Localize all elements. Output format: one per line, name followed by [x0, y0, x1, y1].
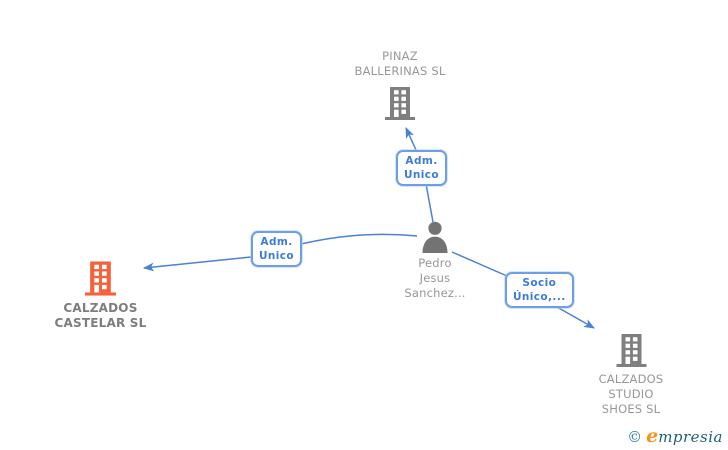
node-calzados-studio-shoes[interactable]: CALZADOS STUDIO SHOES SL — [571, 334, 691, 417]
node-pinaz-ballerinas[interactable]: PINAZ BALLERINAS SL — [330, 49, 470, 120]
relation-label-line: Socio — [522, 277, 557, 289]
relation-label-socio-unico-studio[interactable]: Socio Único,... — [505, 272, 574, 308]
relation-label-line: Adm. — [260, 236, 293, 248]
relation-label-line: Único,... — [513, 291, 566, 303]
edge-sociolabel-to-studio — [556, 306, 595, 329]
node-calzados-castelar[interactable]: CALZADOS CASTELAR SL — [28, 261, 173, 331]
node-label-line: Pedro — [418, 256, 452, 270]
relation-label-line: Unico — [259, 250, 295, 262]
copyright-symbol: © — [627, 428, 643, 446]
edge-person-to-admlabel-top — [425, 183, 434, 223]
node-label-line: CALZADOS — [598, 372, 664, 386]
building-icon — [85, 261, 116, 296]
building-icon — [616, 334, 646, 367]
node-label-line: Sanchez... — [404, 286, 466, 300]
relation-label-adm-unico-pinaz[interactable]: Adm. Unico — [396, 150, 448, 186]
building-icon — [385, 87, 415, 120]
edge-admlabel-to-castelar — [142, 256, 252, 272]
node-label-line: SHOES SL — [601, 402, 661, 416]
person-icon — [422, 221, 448, 253]
relation-label-line: Adm. — [405, 155, 438, 167]
relation-label-line: Unico — [404, 169, 440, 181]
node-person-pedro-jesus-sanchez[interactable]: Pedro Jesus Sanchez... — [373, 221, 497, 301]
node-label-line: BALLERINAS SL — [354, 64, 446, 78]
node-label-line: Jesus — [419, 271, 451, 285]
empresia-watermark[interactable]: ©empresia — [627, 425, 723, 447]
edge-person-to-sociolabel — [451, 251, 508, 277]
node-label-line: CALZADOS — [63, 301, 138, 315]
edge-admlabel-to-pinaz — [405, 126, 417, 151]
empresia-logo-initial: e — [646, 425, 659, 447]
relation-label-adm-unico-castelar[interactable]: Adm. Unico — [251, 231, 303, 267]
node-label-line: PINAZ — [382, 49, 418, 63]
node-label-line: CASTELAR SL — [54, 316, 147, 330]
edge-person-to-admlabel-left — [292, 233, 418, 247]
empresia-logo-text: mpresia — [658, 428, 723, 446]
node-label-line: STUDIO — [608, 387, 654, 401]
